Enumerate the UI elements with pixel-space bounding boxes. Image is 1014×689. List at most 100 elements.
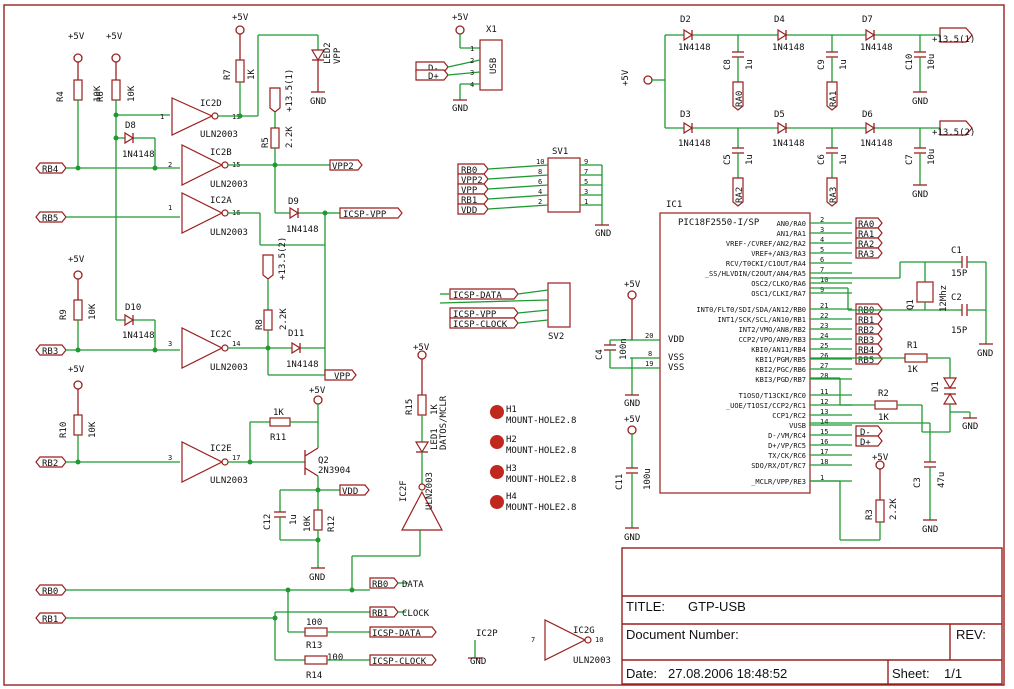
svg-text:RA0: RA0 (735, 91, 745, 107)
svg-text:GND: GND (595, 229, 611, 239)
ic1-pin-number: 25 (820, 342, 828, 350)
ic1-pin-label: KBI0/AN11/RB4 (751, 346, 806, 354)
ic1-pin-number: 24 (820, 332, 828, 340)
ic1-pin-number: 16 (820, 438, 828, 446)
svg-text:+5V: +5V (452, 13, 469, 23)
svg-text:IC2F: IC2F (399, 480, 409, 502)
svg-text:GND: GND (912, 97, 928, 107)
svg-text:D1: D1 (931, 381, 941, 392)
led2: LED2 VPP GND (310, 35, 343, 107)
r4-pullup: +5V R4 10K (56, 32, 103, 168)
ic1-pin-label: RCV/T0CKI/C1OUT/RA4 (726, 260, 806, 268)
svg-text:4: 4 (470, 81, 474, 89)
ic1-pin-number: 3 (820, 226, 824, 234)
svg-text:VPP: VPP (334, 372, 351, 382)
svg-text:H3: H3 (506, 464, 517, 474)
svg-text:+5V: +5V (624, 415, 641, 425)
svg-text:ICSP-CLOCK: ICSP-CLOCK (372, 657, 427, 667)
svg-text:+5V: +5V (309, 386, 326, 396)
svg-text:ULN2003: ULN2003 (210, 476, 248, 486)
svg-text:CLOCK: CLOCK (402, 609, 430, 619)
svg-text:C8: C8 (723, 59, 733, 70)
svg-text:+13.5(2): +13.5(2) (278, 237, 288, 280)
svg-text:MOUNT-HOLE2.8: MOUNT-HOLE2.8 (506, 503, 576, 513)
svg-text:VPP: VPP (461, 186, 478, 196)
svg-text:10u: 10u (927, 149, 937, 165)
net-rb4: RB4 (35, 162, 180, 175)
ic1-pin-number: 6 (820, 256, 824, 264)
svg-text:10: 10 (595, 636, 603, 644)
c3-vusb: C3 47u GND (810, 422, 947, 535)
svg-text:12Mhz: 12Mhz (939, 285, 949, 312)
r13: 100 R13 ICSP-DATA (304, 618, 437, 651)
svg-text:R3: R3 (865, 509, 875, 520)
c12: C12 1u (263, 490, 318, 541)
sheet-value: 1/1 (944, 666, 962, 681)
svg-text:ICSP-CLOCK: ICSP-CLOCK (453, 320, 508, 330)
ic1-pin-label: AN1/RA1 (776, 230, 806, 238)
document-number-label: Document Number: (626, 627, 739, 642)
r9-pullup: +5V R9 10K (59, 255, 98, 350)
ic1-pin-number: 18 (820, 458, 828, 466)
svg-text:+13.5(1): +13.5(1) (932, 35, 975, 45)
svg-text:1N4148: 1N4148 (678, 139, 711, 149)
svg-text:D10: D10 (125, 303, 141, 313)
svg-text:R9: R9 (59, 309, 69, 320)
ic1-pin-number: 27 (820, 362, 828, 370)
ic1-pin-number: 26 (820, 352, 828, 360)
svg-text:RA1: RA1 (858, 230, 874, 240)
svg-text:8: 8 (648, 350, 652, 358)
svg-text:1K: 1K (907, 365, 918, 375)
svg-text:RB4: RB4 (858, 346, 874, 356)
svg-text:LED2: LED2 (323, 42, 333, 64)
svg-text:8: 8 (538, 168, 542, 176)
ic1-pin-number: 17 (820, 448, 828, 456)
svg-text:1u: 1u (289, 514, 299, 525)
r5: +13.5(1) R5 2.2K (261, 69, 295, 163)
svg-text:3: 3 (584, 188, 588, 196)
svg-text:C10: C10 (905, 54, 915, 70)
svg-text:VSS: VSS (668, 363, 684, 373)
ic1-pin-label: OSC1/CLKI/RA7 (751, 290, 806, 298)
svg-text:1K: 1K (878, 413, 889, 423)
svg-text:IC1: IC1 (666, 200, 682, 210)
ic1-porta-labels: RA0 RA1 RA2 RA3 RB0 RB1 RB2 RB3 RB4 RB5 … (855, 217, 883, 448)
svg-text:15P: 15P (951, 326, 968, 336)
svg-text:RB2: RB2 (858, 326, 874, 336)
svg-text:1K: 1K (247, 69, 257, 80)
svg-text:ICSP-VPP: ICSP-VPP (343, 210, 387, 220)
r3-mclr: +5V R3 2.2K (810, 453, 899, 541)
svg-text:9: 9 (584, 158, 588, 166)
svg-text:1N4148: 1N4148 (122, 150, 155, 160)
svg-text:PIC18F2550-I/SP: PIC18F2550-I/SP (678, 218, 760, 228)
svg-text:1u: 1u (839, 154, 849, 165)
ic1-pin-number: 10 (820, 276, 828, 284)
svg-text:SV1: SV1 (552, 147, 568, 157)
usb-connector-x1: +5V X1 USB D- D+ GND 1 2 3 4 (415, 13, 503, 114)
r6-pullup: +5V R6 10K (96, 32, 170, 320)
ic1-pin-label: VREF-/CVREF/AN2/RA2 (726, 240, 806, 248)
svg-text:GND: GND (922, 525, 938, 535)
ic1-pin-number: 11 (820, 388, 828, 396)
svg-text:+5V: +5V (413, 343, 430, 353)
svg-text:+5V: +5V (68, 32, 85, 42)
svg-text:C9: C9 (817, 59, 827, 70)
svg-text:1: 1 (470, 45, 474, 53)
svg-text:GND: GND (470, 657, 486, 667)
svg-text:RA0: RA0 (858, 220, 874, 230)
svg-text:D8: D8 (125, 121, 136, 131)
svg-text:VDD: VDD (461, 206, 477, 216)
svg-text:VPP2: VPP2 (332, 162, 354, 172)
svg-text:GND: GND (624, 533, 640, 543)
svg-text:1N4148: 1N4148 (772, 43, 805, 53)
svg-text:IC2B: IC2B (210, 148, 232, 158)
ic1-pin-number: 23 (820, 322, 828, 330)
svg-text:2.2K: 2.2K (889, 498, 899, 520)
svg-text:6: 6 (538, 178, 542, 186)
diode-d8: D8 1N4148 (113, 121, 156, 168)
header-sv2: SV2 ICSP-DATA ICSP-VPP ICSP-CLOCK (439, 282, 571, 342)
svg-text:RB0: RB0 (42, 587, 58, 597)
svg-text:RB0: RB0 (372, 580, 388, 590)
